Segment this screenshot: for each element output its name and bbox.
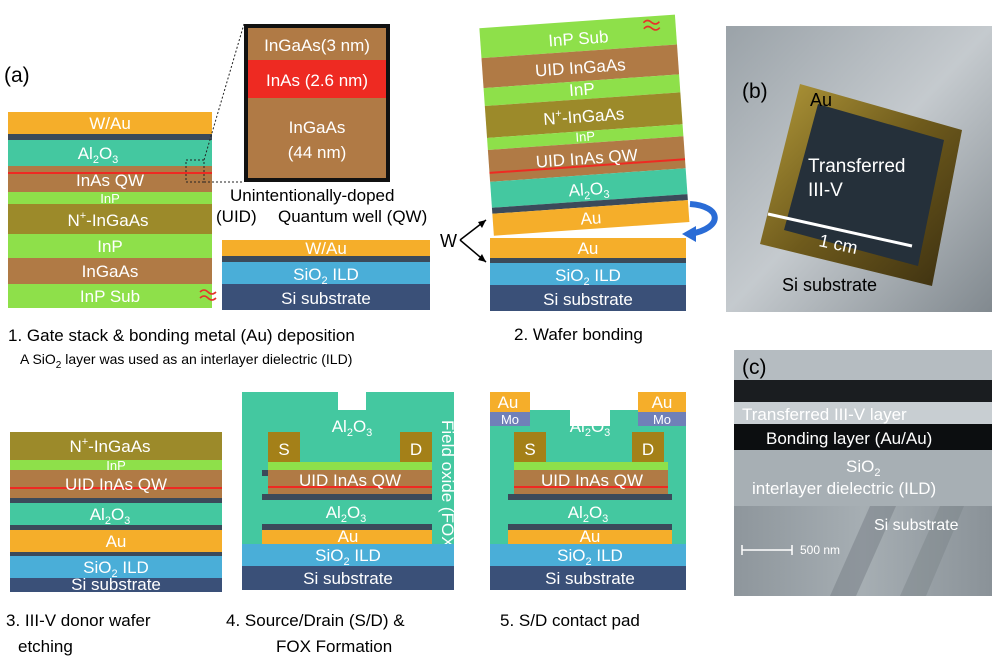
s2-inp-thin: InP	[575, 128, 596, 144]
sem-bonding: Bonding layer (Au/Au)	[766, 429, 932, 448]
s5-drain: D	[642, 440, 654, 459]
photo-transferred-2: III-V	[808, 180, 843, 201]
scale-bar-b	[767, 212, 913, 248]
s2-au: Au	[580, 208, 602, 228]
caption-step-5: 5. S/D contact pad	[500, 611, 640, 630]
s3f-uid-inas-qw: UID InAs QW	[65, 475, 167, 494]
s4-si: Si substrate	[303, 569, 393, 588]
s5-sio2: SiO2 ILD	[557, 546, 623, 568]
s5-au: Au	[580, 527, 601, 546]
s5-uid-inas-qw: UID InAs QW	[541, 471, 643, 490]
layer-inp-sub: InP Sub	[80, 287, 140, 306]
inset-bottom-1: InGaAs	[289, 118, 346, 137]
s3f-au: Au	[106, 532, 127, 551]
sem-ild: interlayer dielectric (ILD)	[752, 479, 936, 498]
layer-n-ingaas: N+-InGaAs	[67, 210, 148, 230]
s5-mo-right: Mo	[653, 412, 671, 427]
s4-sio2: SiO2 ILD	[315, 546, 381, 568]
photo-transferred-1: Transferred	[808, 156, 906, 177]
break-mark-2	[642, 19, 661, 31]
layer-w-au: W/Au	[89, 114, 131, 133]
s3f-inp: InP	[106, 458, 126, 473]
caption-step-3-line-1: 3. III-V donor wafer	[6, 611, 151, 630]
flip-arrowhead-icon	[682, 226, 696, 242]
stack-2-tilted: InP Sub UID InGaAs InP N+-InGaAs InP UID…	[479, 14, 690, 236]
inset-bottom-2: (44 nm)	[288, 143, 347, 162]
caption-step-3-line-2: etching	[18, 637, 73, 656]
s2-inp-sub: InP Sub	[548, 27, 609, 50]
s3f-al2o3: Al2O3	[90, 505, 131, 527]
si-w-au: W/Au	[305, 239, 347, 258]
panel-c-sem: (c) Transferred III-V layer Bonding laye…	[734, 350, 992, 596]
s5-al2o3: Al2O3	[568, 503, 609, 525]
s5-si: Si substrate	[545, 569, 635, 588]
s2-al2o3: Al2O3	[568, 179, 610, 204]
caption-step-2: 2. Wafer bonding	[514, 325, 643, 344]
s4-al2o3: Al2O3	[326, 503, 367, 525]
s3f-n-ingaas: N+-InGaAs	[69, 436, 150, 456]
inset-middle: InAs (2.6 nm)	[266, 71, 368, 90]
caption-step-4-line-1: 4. Source/Drain (S/D) &	[226, 611, 405, 630]
panel-b-photo: (b) Au Transferred III-V 1 cm Si substra…	[726, 26, 992, 312]
panel-label-b: (b)	[742, 80, 768, 103]
s2-si-au: Au	[578, 239, 599, 258]
panel-label-c: (c)	[742, 356, 767, 379]
s5-mo-left: Mo	[501, 412, 519, 427]
sem-transferred: Transferred III-V layer	[742, 405, 907, 424]
stack-4: S D Al2O3 UID InAs QW Al2O3 Field oxide …	[242, 392, 457, 553]
s4-source: S	[278, 440, 289, 459]
inset-top: InGaAs(3 nm)	[264, 36, 370, 55]
s2-inp: InP	[569, 79, 596, 100]
sem-scale-label: 500 nm	[800, 543, 840, 557]
photo-substrate: Si substrate	[782, 275, 877, 295]
sem-sio2: SiO2	[846, 457, 880, 479]
stack-5: Au Mo Au Mo S D Al2O3 UID InAs QW Al2O3	[490, 392, 686, 544]
s4-au: Au	[338, 527, 359, 546]
annotation-qw: Quantum well (QW)	[278, 207, 427, 226]
qw-inset: InGaAs(3 nm) InAs (2.6 nm) InGaAs (44 nm…	[244, 24, 390, 182]
s4-uid-inas-qw: UID InAs QW	[299, 471, 401, 490]
layer-inas-qw: InAs QW	[76, 171, 144, 190]
annotation-uid-abbr: (UID)	[216, 207, 257, 226]
stack-5-bottom: SiO2 ILD Si substrate Au	[490, 527, 686, 590]
stack-1-donor: W/Au Al2O3 InAs QW InP N+-InGaAs InP InG…	[8, 23, 245, 308]
flip-arrow-icon	[689, 201, 718, 237]
annotation-w: W	[440, 231, 457, 251]
s2-si-sio2: SiO2 ILD	[555, 266, 621, 288]
layer-ingaas: InGaAs	[82, 262, 139, 281]
caption-step-1-note: A SiO2 layer was used as an interlayer d…	[20, 351, 352, 371]
stack-1-si: W/Au SiO2 ILD Si substrate	[222, 239, 430, 310]
s5-au-left: Au	[498, 393, 519, 412]
annotation-uid: Unintentionally-doped	[230, 186, 394, 205]
panel-label-a: (a)	[4, 64, 30, 87]
s4-drain: D	[410, 440, 422, 459]
layer-inp: InP	[97, 237, 123, 256]
photo-au: Au	[810, 90, 832, 110]
layer-al2o3: Al2O3	[78, 144, 119, 166]
caption-step-1: 1. Gate stack & bonding metal (Au) depos…	[8, 326, 355, 345]
s2-n-ingaas: N+-InGaAs	[543, 103, 625, 129]
s4-al2o3-top: Al2O3	[332, 417, 373, 439]
bottom-layers	[262, 530, 672, 544]
stack-2-si: Au SiO2 ILD Si substrate	[490, 238, 686, 311]
zoom-region	[185, 159, 205, 183]
s3f-si: Si substrate	[71, 575, 161, 594]
caption-step-4-line-2: FOX Formation	[276, 637, 392, 656]
layer-inp-thin: InP	[100, 191, 120, 206]
s5-al2o3-top: Al2O3	[570, 417, 611, 439]
si-substrate: Si substrate	[281, 289, 371, 308]
s3f-sio2: SiO2 ILD	[83, 558, 149, 580]
stack-4-bottom: SiO2 ILD Si substrate Au	[242, 527, 454, 590]
s5-au-right: Au	[652, 393, 673, 412]
s4-fox: Field oxide (FOX)	[438, 420, 457, 553]
sem-si: Si substrate	[874, 517, 959, 534]
s5-source: S	[524, 440, 535, 459]
break-mark	[199, 289, 217, 301]
si-sio2: SiO2 ILD	[293, 265, 359, 287]
s2-si-substrate: Si substrate	[543, 290, 633, 309]
